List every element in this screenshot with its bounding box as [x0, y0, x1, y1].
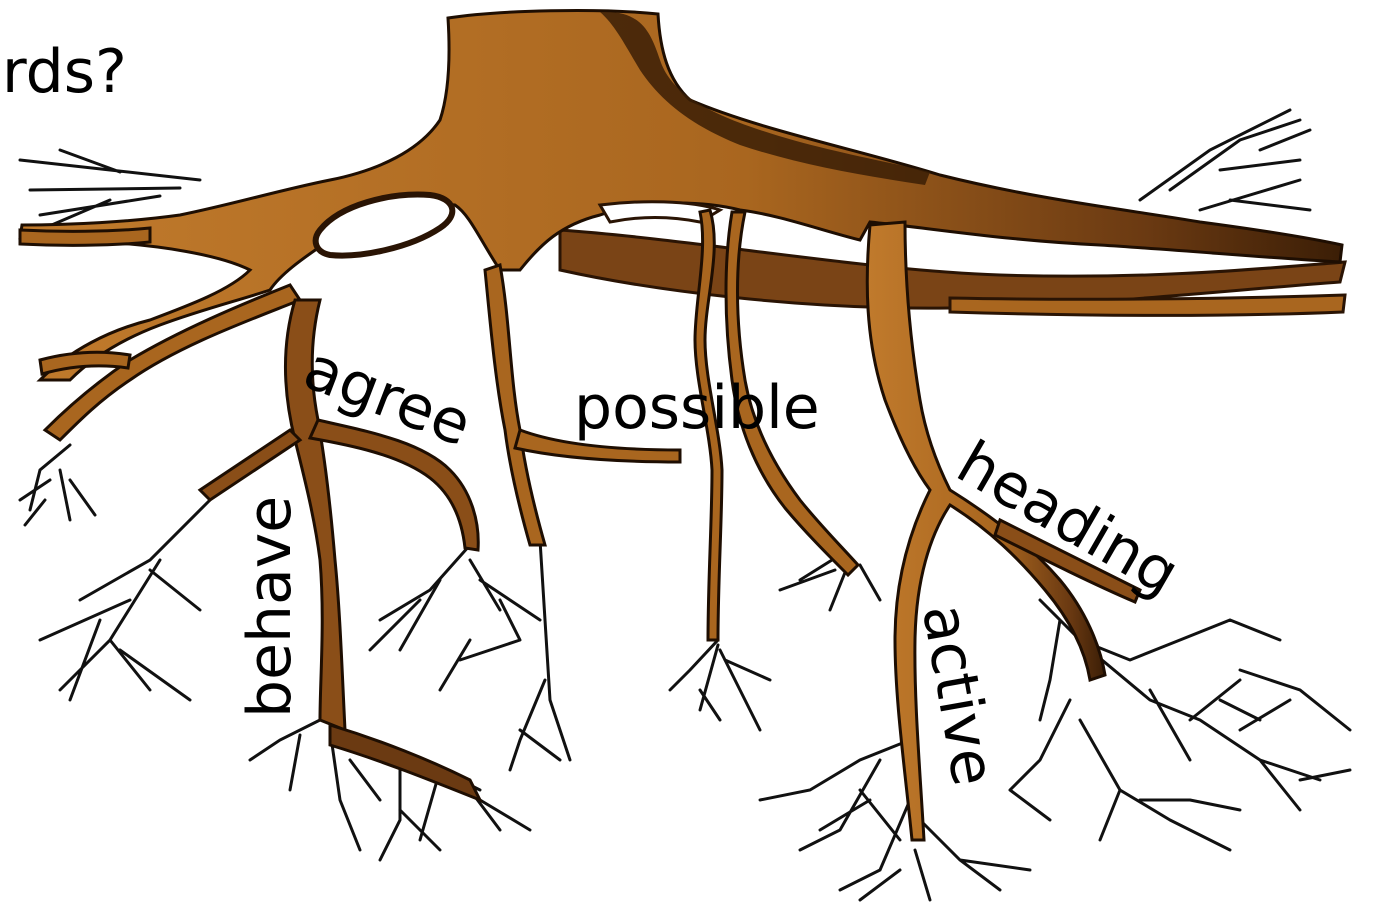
root-word-possible: possible [574, 378, 820, 438]
root-word-behave: behave [240, 496, 300, 718]
question-text: rds? [2, 42, 127, 102]
